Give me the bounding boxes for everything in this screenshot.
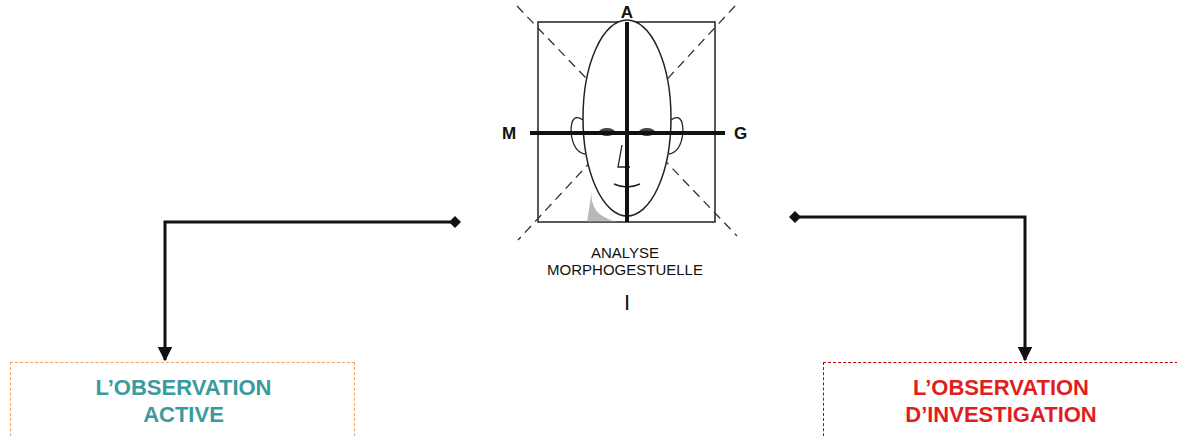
shadow: [587, 190, 617, 222]
figure-node: ANALYSE MORPHOGESTUELLE: [455, 0, 795, 320]
node-text: ANALYSE MORPHOGESTUELLE: [525, 244, 725, 279]
process-box: L’OBSERVATION ACTIVE: [10, 362, 355, 436]
ear: [571, 118, 585, 154]
axis-letter: G: [734, 125, 747, 142]
node-text: L’OBSERVATION D’INVESTIGATION: [871, 375, 1131, 429]
vertical-axis: [625, 22, 629, 222]
ear: [669, 118, 683, 154]
elbow-connector: [795, 217, 1025, 360]
frame-square: [538, 22, 715, 222]
elbow-connector: [165, 222, 455, 360]
axis-letter: A: [621, 4, 633, 21]
axis-letter: I: [624, 292, 630, 314]
horizontal-axis: [530, 131, 725, 135]
node-text: L’OBSERVATION ACTIVE: [76, 375, 291, 429]
process-box: L’OBSERVATION D’INVESTIGATION: [823, 362, 1177, 436]
axis-letter: M: [502, 125, 516, 142]
diagonal-line: [517, 6, 737, 236]
diagonal-line: [518, 6, 735, 240]
